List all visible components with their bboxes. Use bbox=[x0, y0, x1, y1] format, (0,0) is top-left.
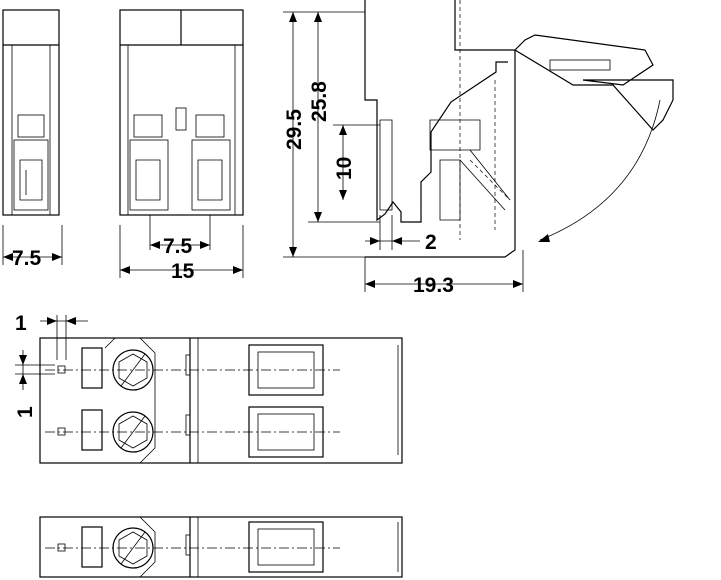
dim-pin-y: 1 bbox=[14, 406, 37, 418]
front-view-double: 7.5 15 bbox=[119, 9, 244, 283]
dim-width-double: 15 bbox=[171, 260, 195, 283]
top-view-single bbox=[39, 516, 403, 578]
dim-pitch-double: 7.5 bbox=[163, 235, 193, 258]
dim-depth: 19.3 bbox=[413, 274, 454, 297]
dim-offset: 2 bbox=[425, 231, 437, 254]
dim-pin-x: 1 bbox=[15, 312, 27, 335]
top-view-double: 1 1 bbox=[14, 312, 403, 464]
dim-pitch-single: 7.5 bbox=[12, 247, 42, 270]
dim-height-inner: 25.8 bbox=[308, 81, 331, 122]
dim-height-total: 29.5 bbox=[283, 109, 306, 150]
side-view: 29.5 25.8 10 2 19.3 bbox=[283, 0, 674, 297]
front-view-single: 7.5 bbox=[2, 9, 63, 270]
dim-insert-depth: 10 bbox=[333, 157, 356, 180]
